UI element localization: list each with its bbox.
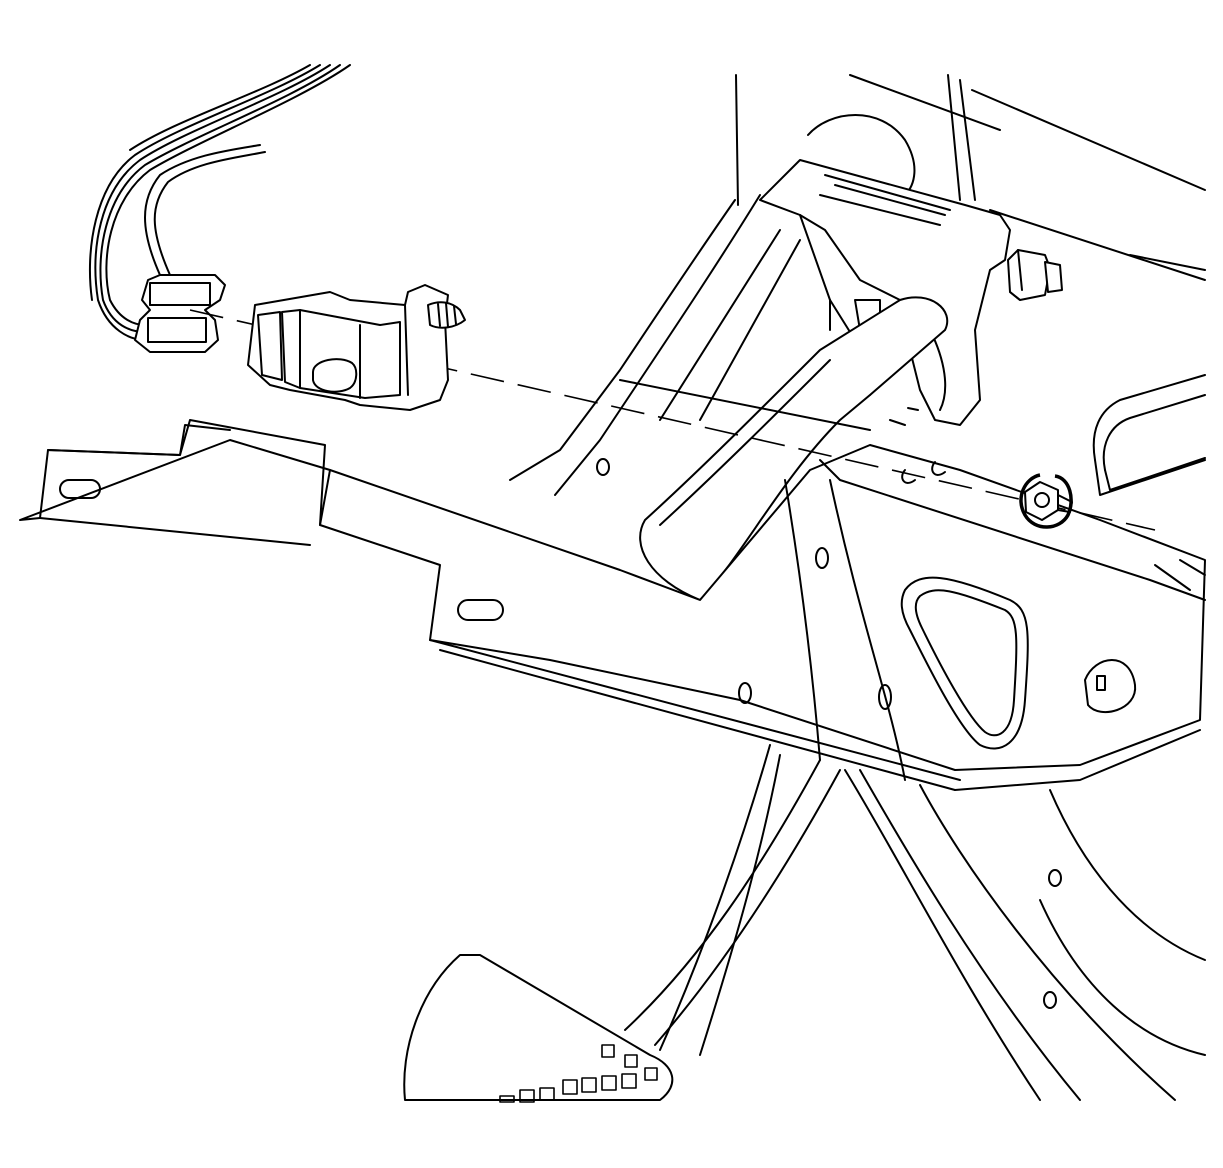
pedal-arm-frame (509, 194, 871, 496)
bracket-stud (889, 407, 946, 484)
pedal-bracket (759, 159, 1011, 426)
round-hole (1048, 869, 1062, 887)
round-hole (878, 684, 892, 710)
round-hole (1043, 991, 1057, 1009)
harness-connector (134, 274, 226, 353)
pivot-nut (1019, 473, 1073, 529)
round-hole (1096, 675, 1106, 691)
pivot-bolt (1007, 249, 1063, 301)
support-plate (19, 419, 1206, 791)
slot-hole (457, 599, 504, 621)
pedal-position-switch (247, 284, 449, 411)
brake-pedal-pad (403, 954, 674, 1103)
slot-hole (59, 479, 101, 499)
brake-pedal-arm (624, 744, 1206, 1101)
mounting-holes (59, 458, 1137, 1009)
pad-tread (499, 1044, 658, 1103)
triangular-cutout (900, 576, 1029, 750)
switch-retainer-clip (427, 301, 466, 329)
pivot-boss (807, 114, 916, 196)
right-outline (1092, 374, 1206, 496)
round-hole (596, 458, 610, 476)
round-hole (1084, 659, 1137, 714)
firewall-outline (735, 74, 1206, 281)
wiring-harness (89, 64, 351, 341)
bracket-arm (639, 296, 949, 601)
round-hole (815, 547, 829, 569)
round-hole (738, 682, 752, 704)
